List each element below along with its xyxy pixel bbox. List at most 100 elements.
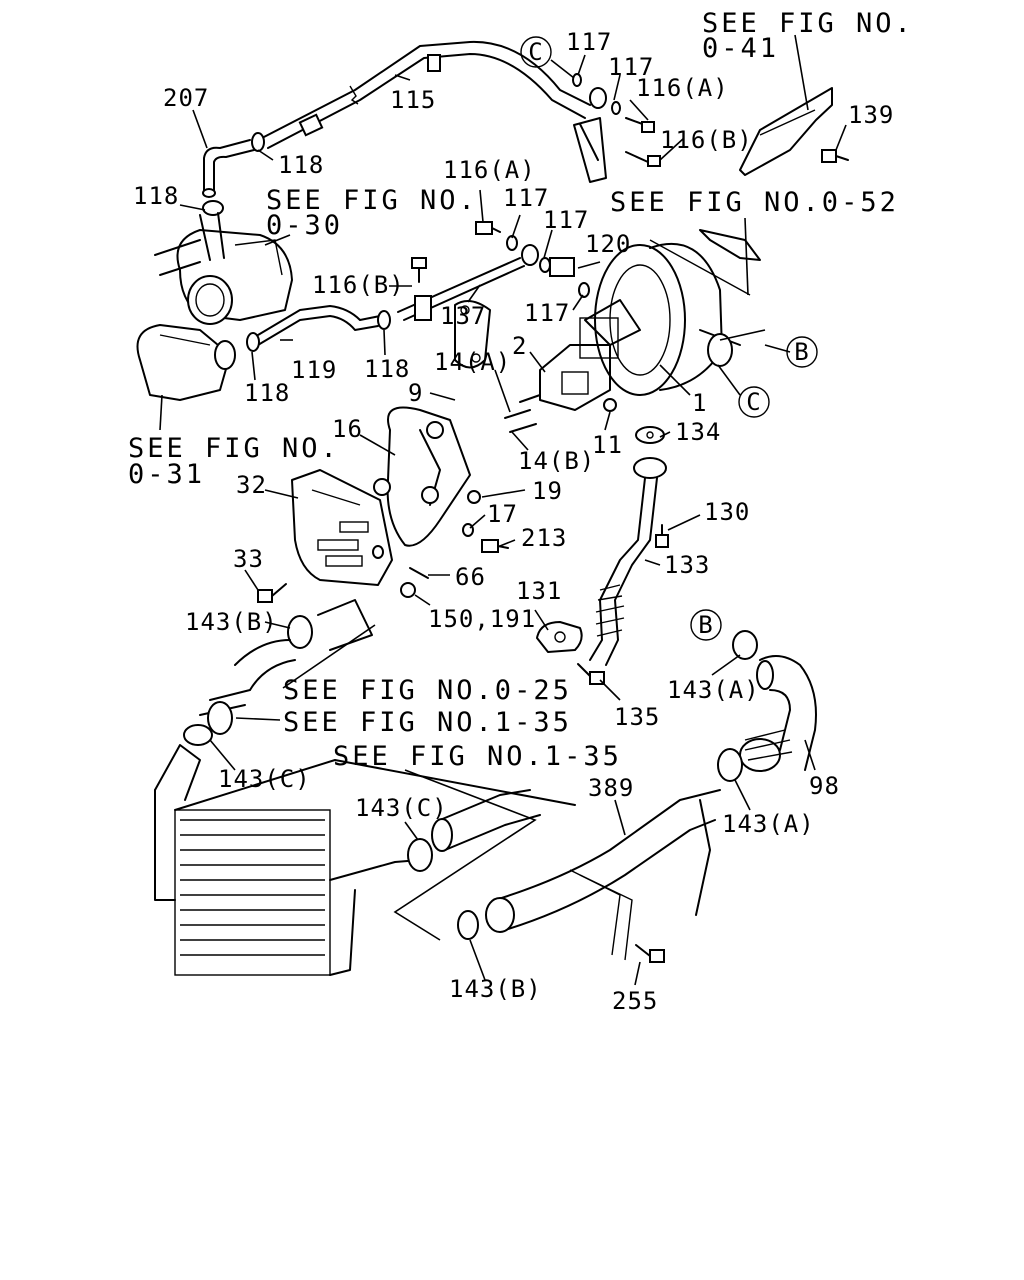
hose-98	[739, 655, 817, 772]
ref-fig-031-line1: SEE FIG NO.	[128, 433, 340, 464]
hose-left-upper	[199, 599, 373, 735]
label-255: 255	[612, 987, 658, 1015]
gasket-2	[539, 344, 611, 411]
ref-fig-041-line2: 0-41	[702, 33, 779, 64]
label-117-c: 117	[503, 184, 549, 212]
clamps-143a	[717, 630, 758, 782]
label-118-a: 118	[278, 151, 324, 179]
label-143b-bottom: 143(B)	[449, 975, 542, 1003]
ref-fig-135-b: SEE FIG NO.1-35	[333, 741, 622, 772]
label-118-d: 118	[244, 379, 290, 407]
callout-c-top: C	[520, 36, 575, 79]
label-1: 1	[692, 389, 707, 417]
label-143a-top: 143(A)	[667, 676, 760, 704]
label-134: 134	[675, 418, 721, 446]
label-120: 120	[585, 230, 631, 258]
ref-fig-025: SEE FIG NO.0-25	[283, 675, 572, 706]
label-117-e: 117	[524, 299, 570, 327]
pipe-133	[589, 457, 667, 666]
label-131: 131	[516, 577, 562, 605]
thermostat-housing-031	[136, 324, 236, 401]
stud-66-nut-150	[400, 567, 429, 598]
svg-text:B: B	[794, 338, 809, 366]
gasket-131	[536, 621, 583, 653]
heat-shield-32	[291, 469, 393, 586]
label-117-b: 117	[608, 53, 654, 81]
ref-fig-030-line1: SEE FIG NO.	[266, 185, 478, 216]
clamp-143b-bottom	[457, 910, 479, 940]
label-207: 207	[163, 84, 209, 112]
label-19: 19	[532, 477, 563, 505]
fitting-set-mid	[411, 221, 590, 298]
label-14b: 14(B)	[518, 447, 595, 475]
leader-lines	[159, 34, 847, 986]
label-116b-mid: 116(B)	[312, 271, 405, 299]
label-143a-mid: 143(A)	[722, 810, 815, 838]
hose-207	[202, 139, 255, 198]
label-116a-top: 116(A)	[636, 74, 729, 102]
label-116b-top: 116(B)	[660, 126, 753, 154]
label-133: 133	[664, 551, 710, 579]
label-66: 66	[455, 563, 486, 591]
callout-b-lower: B	[690, 609, 722, 641]
label-17: 17	[487, 500, 518, 528]
bolt-33	[257, 583, 287, 603]
ref-fig-135-a: SEE FIG NO.1-35	[283, 707, 572, 738]
callout-c-right: C	[717, 364, 770, 418]
label-117-d: 117	[543, 206, 589, 234]
banjo-fitting-top	[572, 73, 661, 183]
bracket-041	[739, 87, 849, 176]
label-33: 33	[233, 545, 264, 573]
label-2: 2	[512, 332, 527, 360]
gasket-134	[635, 426, 665, 444]
callout-b-right: B	[786, 336, 818, 368]
pipe-115	[261, 40, 591, 149]
gasket-9	[454, 300, 491, 369]
pipe-389	[485, 789, 721, 961]
label-150-191: 150,191	[428, 605, 536, 633]
water-pump-030	[154, 212, 293, 325]
clamp-143c-left	[183, 724, 213, 746]
label-118-b: 118	[133, 182, 179, 210]
pipe-137	[397, 257, 525, 321]
svg-text:B: B	[698, 611, 713, 639]
label-116a-mid: 116(A)	[443, 156, 536, 184]
label-14a: 14(A)	[434, 348, 511, 376]
svg-text:C: C	[746, 388, 761, 416]
bolt-213	[481, 539, 509, 553]
turbocharger-1	[579, 242, 741, 396]
studs-14	[504, 394, 541, 433]
nut-11	[603, 398, 617, 412]
svg-text:C: C	[528, 38, 543, 66]
hose-119	[257, 305, 381, 346]
label-9: 9	[408, 379, 423, 407]
label-139: 139	[848, 101, 894, 129]
nut-19-washer-17	[462, 490, 481, 537]
label-98: 98	[809, 772, 840, 800]
bolt-130	[655, 524, 669, 548]
label-119: 119	[291, 356, 337, 384]
label-143c-mid: 143(C)	[355, 794, 448, 822]
label-115: 115	[390, 86, 436, 114]
label-135: 135	[614, 703, 660, 731]
ref-fig-031-line2: 0-31	[128, 459, 205, 490]
intercooler	[154, 744, 576, 976]
manifold-16	[373, 406, 471, 547]
label-11: 11	[592, 431, 623, 459]
label-118-c: 118	[364, 355, 410, 383]
bracket-052	[649, 229, 761, 296]
bolt-255	[635, 944, 665, 963]
label-16: 16	[332, 415, 363, 443]
hose-mid-1-35	[407, 789, 541, 872]
label-213: 213	[521, 524, 567, 552]
ref-fig-030-line2: 0-30	[266, 210, 343, 241]
label-130: 130	[704, 498, 750, 526]
ref-fig-052: SEE FIG NO.0-52	[610, 187, 899, 218]
label-389: 389	[588, 774, 634, 802]
clamp-118-top	[202, 132, 265, 216]
clamp-118-mid	[246, 310, 391, 352]
ref-fig-041-line1: SEE FIG NO.	[702, 8, 914, 39]
label-143c-left: 143(C)	[218, 765, 311, 793]
label-143b-top: 143(B)	[185, 608, 278, 636]
